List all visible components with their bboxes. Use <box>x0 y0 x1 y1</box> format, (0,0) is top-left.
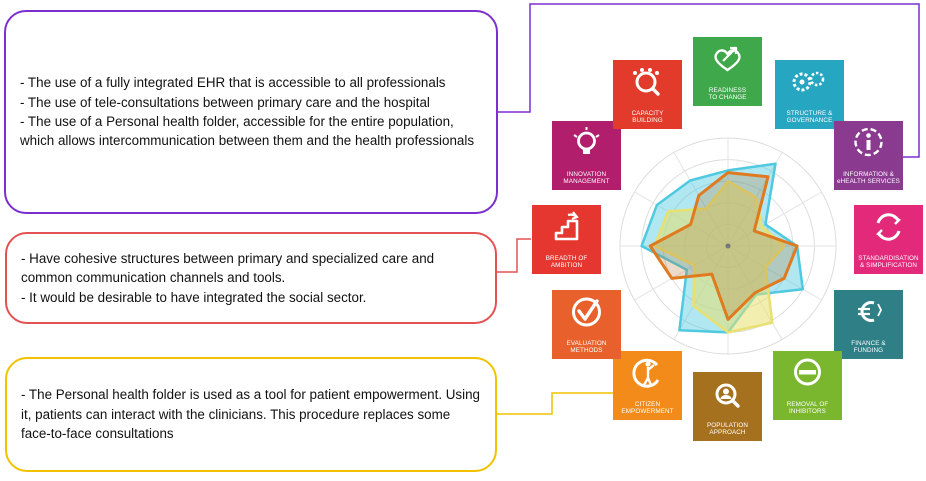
callout-line: - The use of a Personal health folder, a… <box>20 114 475 149</box>
dimension-label-bottom: MANAGEMENT <box>563 178 610 186</box>
connector-red <box>497 238 531 273</box>
population-icon <box>715 383 740 408</box>
dimension-tile: INFORMATION &eHEALTH SERVICES <box>834 121 903 190</box>
dimension-label-top: BREADTH OF <box>545 254 588 262</box>
callout-box-ehr: - The use of a fully integrated EHR that… <box>4 10 498 214</box>
dimension-label-top: INFORMATION & <box>843 170 894 178</box>
callout-line: - It would be desirable to have integrat… <box>21 289 367 305</box>
dimension-label-bottom: APPROACH <box>709 429 746 437</box>
magnifier-people-icon <box>633 68 660 96</box>
dimension-label: INFORMATION &eHEALTH SERVICES <box>836 171 901 186</box>
dimension-label-bottom: EMPOWERMENT <box>621 408 674 416</box>
euro-icon <box>858 301 883 322</box>
dimension-label-bottom: eHEALTH SERVICES <box>837 178 900 186</box>
checkmark-icon <box>572 297 601 327</box>
no-entry-icon <box>794 358 821 386</box>
dimension-label-top: READINESS <box>708 86 747 94</box>
dimension-label: FINANCE &FUNDING <box>836 340 901 355</box>
citizen-icon <box>632 358 660 388</box>
callout-line: - The Personal health folder is used as … <box>21 387 481 442</box>
dimension-label-top: POPULATION <box>706 421 749 429</box>
dimension-tile: FINANCE &FUNDING <box>834 290 903 359</box>
dimension-tile: STRUCTURE &GOVERNANCE <box>775 60 844 129</box>
connector-yellow <box>497 392 613 415</box>
connector-purple <box>498 3 920 158</box>
info-network-icon <box>854 127 883 157</box>
dimension-label-top: CAPACITY <box>631 109 664 117</box>
dimension-label: STANDARDISATION& SIMPLIFICATION <box>856 255 921 270</box>
dimension-label-top: STANDARDISATION <box>858 254 919 262</box>
dimension-label-bottom: FUNDING <box>853 347 884 355</box>
dimension-label-top: EVALUATION <box>566 339 607 347</box>
stairs-arrow-icon <box>554 211 579 241</box>
dimension-label-top: CITIZEN <box>634 400 661 408</box>
dimension-label-bottom: & SIMPLIFICATION <box>859 262 918 270</box>
dimension-label-bottom: AMBITION <box>550 262 583 270</box>
dimension-label-bottom: METHODS <box>570 347 603 355</box>
radar-center-dot <box>725 243 731 249</box>
callout-box-empowerment: - The Personal health folder is used as … <box>5 357 497 472</box>
callout-line: - The use of a fully integrated EHR that… <box>20 75 446 91</box>
dimension-label-bottom: TO CHANGE <box>708 94 747 102</box>
dimension-label-top: FINANCE & <box>851 339 886 347</box>
dimension-label-bottom: BUILDING <box>632 117 663 125</box>
heart-arrow-icon <box>714 46 741 72</box>
callout-box-structures: - Have cohesive structures between prima… <box>5 232 497 324</box>
dimension-label-bottom: GOVERNANCE <box>786 117 833 125</box>
dimension-label-top: INNOVATION <box>566 170 607 178</box>
callout-line: - Have cohesive structures between prima… <box>21 250 435 286</box>
radar-series-3 <box>648 171 799 321</box>
cycle-arrows-icon <box>876 213 901 241</box>
dimension-tile: STANDARDISATION& SIMPLIFICATION <box>854 205 923 274</box>
gears-icon <box>792 71 825 92</box>
dimension-label-bottom: INHIBITORS <box>789 408 826 416</box>
lightbulb-icon <box>573 127 600 154</box>
callout-line: - The use of tele-consultations between … <box>20 94 430 110</box>
dimension-label: STRUCTURE &GOVERNANCE <box>777 110 842 125</box>
dimension-label-top: STRUCTURE & <box>786 109 833 117</box>
dimension-label-top: REMOVAL OF <box>786 400 829 408</box>
